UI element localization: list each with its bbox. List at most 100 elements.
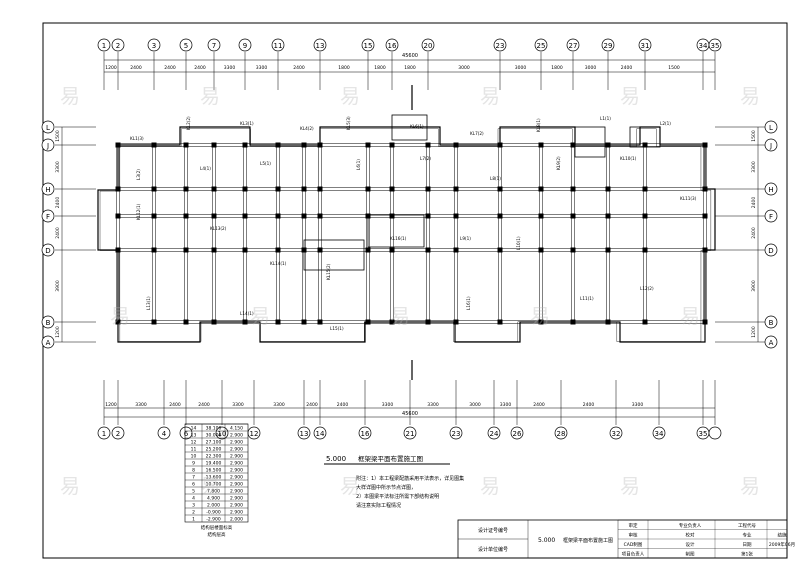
axis-bottom-13-circle bbox=[297, 426, 311, 440]
axis-bottom-16-circle bbox=[358, 426, 372, 440]
axis-top-5-label: 5 bbox=[184, 42, 188, 50]
level-row-height-5: 2.900 bbox=[230, 489, 243, 495]
column bbox=[211, 142, 217, 148]
column bbox=[151, 247, 157, 253]
column bbox=[389, 186, 395, 192]
column bbox=[389, 213, 395, 219]
column bbox=[453, 186, 459, 192]
column bbox=[453, 213, 459, 219]
title-block-right-label-2: 日期 bbox=[743, 542, 752, 548]
column bbox=[425, 186, 431, 192]
column bbox=[497, 142, 503, 148]
dim-bottom-total: 45600 bbox=[402, 411, 418, 417]
title-block-role-1: 审核 bbox=[629, 532, 638, 539]
axis-top-11-label: 11 bbox=[274, 42, 283, 50]
level-row-height-11: 2.900 bbox=[230, 447, 243, 453]
axis-right-A-label: A bbox=[769, 339, 774, 347]
level-row-height-13: 2.900 bbox=[230, 433, 243, 439]
column bbox=[642, 186, 648, 192]
column bbox=[183, 319, 189, 325]
dim-top-1: 2400 bbox=[130, 65, 142, 71]
axis-bottom-12-label: 12 bbox=[250, 430, 259, 438]
column bbox=[605, 186, 611, 192]
beam-label-14: L7(2) bbox=[420, 156, 431, 161]
level-row-height-6: 2.900 bbox=[230, 482, 243, 488]
column bbox=[242, 213, 248, 219]
column bbox=[242, 142, 248, 148]
axis-left-F-label: F bbox=[46, 213, 50, 221]
axis-top-27-circle bbox=[566, 38, 580, 52]
column bbox=[275, 213, 281, 219]
column bbox=[317, 186, 323, 192]
note-0: 附注：1）本工程梁配筋采用平法表示，详见图集 bbox=[356, 475, 464, 482]
beam-label-10: L3(2) bbox=[136, 169, 141, 180]
dim-top-13: 3000 bbox=[585, 65, 597, 71]
level-row-level-3: 2.000 bbox=[207, 503, 220, 509]
interior-beam-v-7 bbox=[318, 144, 322, 323]
axis-left-A-label: A bbox=[46, 339, 51, 347]
level-row-height-8: 2.900 bbox=[230, 468, 243, 474]
beam-label-17: KL10(1) bbox=[620, 156, 637, 161]
axis-top-16-label: 16 bbox=[388, 42, 397, 50]
core-box-4 bbox=[367, 214, 425, 248]
interior-beam-v-6 bbox=[302, 144, 306, 323]
interior-beam-h-3 bbox=[117, 248, 706, 252]
core-box-1 bbox=[391, 114, 428, 141]
axis-right-B-label: B bbox=[769, 319, 774, 327]
axis-left-L-circle bbox=[41, 120, 55, 134]
column bbox=[538, 186, 544, 192]
column bbox=[365, 142, 371, 148]
axis-top-2-circle bbox=[111, 38, 125, 52]
beam-label-13: L6(1) bbox=[356, 159, 361, 170]
level-row-level-14: 38.100 bbox=[206, 426, 222, 432]
dim-bottom-11: 3300 bbox=[500, 402, 512, 408]
beam-label-2: KL3(1) bbox=[240, 121, 254, 126]
beam-label-3: KL4(2) bbox=[300, 126, 314, 131]
column bbox=[242, 186, 248, 192]
level-row-level-10: 22.300 bbox=[206, 454, 222, 460]
axis-top-34-label: 34 bbox=[699, 42, 708, 50]
axis-bottom-14-label: 14 bbox=[316, 430, 325, 438]
dim-top-15: 1500 bbox=[668, 65, 680, 71]
interior-beam-v-10 bbox=[426, 144, 430, 323]
interior-beam-v-2 bbox=[184, 144, 188, 323]
title-block-role-0: 审定 bbox=[629, 522, 638, 529]
level-row-level-1: -2.900 bbox=[206, 517, 221, 523]
axis-left-D-circle bbox=[41, 243, 55, 257]
level-row-level-9: 19.400 bbox=[206, 461, 222, 467]
beam-label-25: L10(1) bbox=[516, 236, 521, 250]
dim-top-11: 3000 bbox=[515, 65, 527, 71]
dim-left-3: 2400 bbox=[55, 227, 61, 239]
beam-label-12: L5(1) bbox=[260, 161, 271, 166]
interior-beam-v-13 bbox=[539, 144, 543, 323]
column bbox=[211, 319, 217, 325]
column bbox=[211, 213, 217, 219]
title-block-right-value-2: 2009年06月 bbox=[769, 541, 795, 548]
axis-left-B-circle bbox=[41, 315, 55, 329]
dim-top-10: 3000 bbox=[458, 65, 470, 71]
axis-left-L-label: L bbox=[46, 124, 50, 132]
title-block-right-label-3: 第1张 bbox=[741, 551, 753, 558]
axis-right-L-circle bbox=[764, 120, 778, 134]
column bbox=[115, 213, 121, 219]
drawing-level-label: 5.000 bbox=[326, 455, 346, 463]
column bbox=[425, 247, 431, 253]
column bbox=[570, 247, 576, 253]
column bbox=[115, 142, 121, 148]
axis-top-13-circle bbox=[313, 38, 327, 52]
dim-left-4: 3900 bbox=[55, 280, 61, 292]
dim-top-12: 1800 bbox=[551, 65, 563, 71]
beam-label-18: KL11(3) bbox=[680, 196, 697, 201]
title-block-level: 5.000 bbox=[538, 537, 555, 544]
dim-bottom-5: 3300 bbox=[273, 402, 285, 408]
beam-label-31: L16(1) bbox=[466, 296, 471, 310]
title-block-role-3: 项目负责人 bbox=[622, 551, 645, 558]
column bbox=[211, 186, 217, 192]
axis-left-D-label: D bbox=[45, 247, 50, 255]
column bbox=[365, 319, 371, 325]
dim-left-1: 3300 bbox=[55, 161, 61, 173]
dim-right-4: 3900 bbox=[751, 280, 757, 292]
column bbox=[453, 142, 459, 148]
dim-right-3: 2400 bbox=[751, 227, 757, 239]
